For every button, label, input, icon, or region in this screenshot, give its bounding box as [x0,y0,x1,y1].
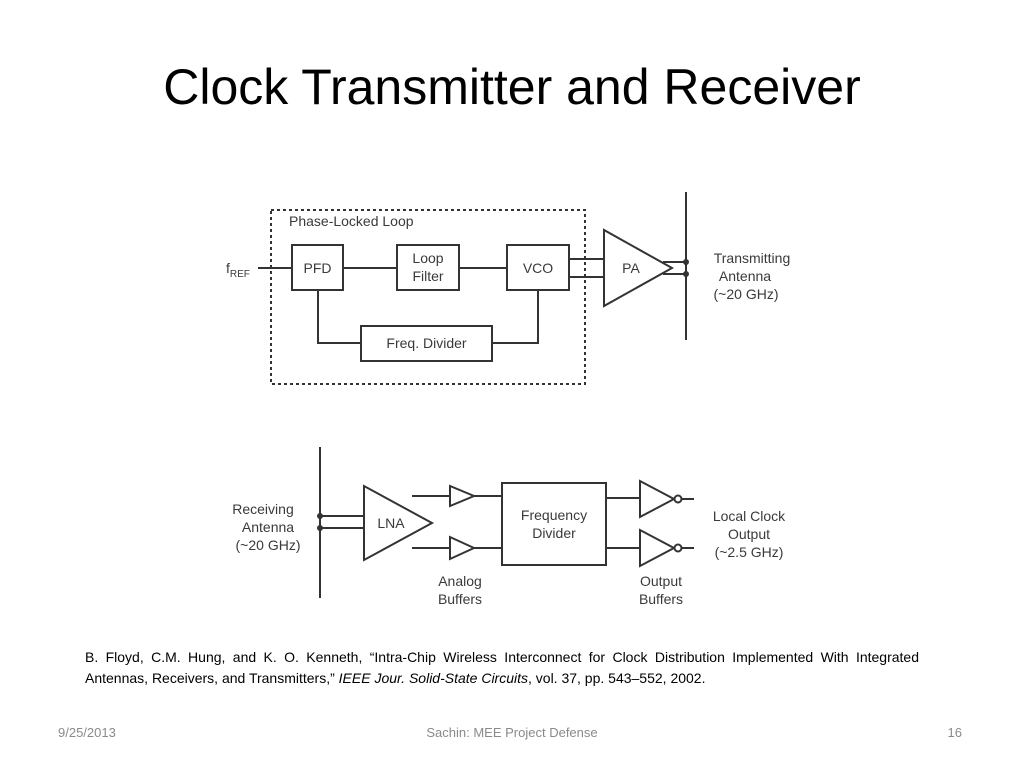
footer-page-number: 16 [947,725,962,740]
lna-triangle [363,484,435,562]
frequency-divider-block [501,482,607,566]
citation-journal: IEEE Jour. Solid-State Circuits [338,670,528,686]
fref-subscript: REF [230,269,250,280]
output-label-3: (~2.5 GHz) [715,544,784,560]
rx-antenna-label-1: Receiving [232,501,293,517]
rx-antenna-label-2: Antenna [242,519,294,535]
loop-filter-block [396,244,460,291]
fref-label: fREF [226,260,250,280]
analog-buffers-label-2: Buffers [438,591,482,607]
citation: B. Floyd, C.M. Hung, and K. O. Kenneth, … [85,647,919,689]
vco-label: VCO [523,260,553,276]
frequency-divider-label-2: Divider [532,525,576,541]
output-buffer-bottom-bubble [673,543,683,553]
output-label-2: Output [728,526,770,542]
vco-block [506,244,570,291]
loop-filter-label-2: Filter [412,268,443,284]
output-buffer-top [639,479,677,519]
pa-out-junction-bottom [683,271,689,277]
analog-buffer-top [449,484,477,508]
pa-label: PA [622,260,640,276]
rx-antenna-label-3: (~20 GHz) [236,537,301,553]
tx-antenna-label-1: Transmitting [714,250,791,266]
lna-label: LNA [377,515,405,531]
pll-boundary [270,209,586,385]
output-buffers-label-2: Buffers [639,591,683,607]
citation-details: , vol. 37, pp. 543–552, 2002. [528,670,706,686]
freq-divider-label: Freq. Divider [386,335,466,351]
output-label-1: Local Clock [713,508,786,524]
analog-buffer-bottom [449,535,477,561]
pa-out-junction-top [683,259,689,265]
tx-antenna-label-3: (~20 GHz) [714,286,779,302]
footer-date: 9/25/2013 [58,725,116,740]
vco-feedback-wire [492,290,539,344]
loop-filter-label-1: Loop [412,250,443,266]
slide-title: Clock Transmitter and Receiver [163,59,861,115]
frequency-divider-label-1: Frequency [521,507,587,523]
rx-junction-top [317,513,323,519]
tx-antenna-label-2: Antenna [719,268,771,284]
rx-junction-bottom [317,525,323,531]
pll-label: Phase-Locked Loop [289,213,414,229]
pfd-feedback-wire [317,290,361,344]
footer-presentation-title: Sachin: MEE Project Defense [426,725,598,740]
citation-authors: B. Floyd, C.M. Hung, and K. O. Kenneth, … [85,649,919,686]
pa-triangle [603,228,675,308]
fref-main: f [226,260,230,276]
pfd-label: PFD [304,260,332,276]
analog-buffers-label-1: Analog [438,573,482,589]
output-buffers-label-1: Output [640,573,682,589]
output-buffer-bottom [639,528,677,568]
output-buffer-top-bubble [673,494,683,504]
pfd-block [291,244,344,291]
